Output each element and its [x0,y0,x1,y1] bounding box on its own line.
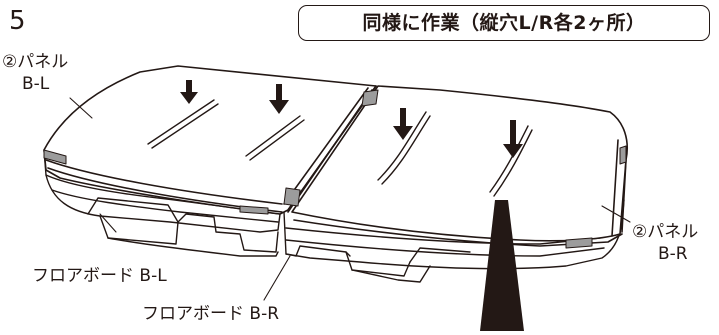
floorboard-bl-label: フロアボード B-L [32,266,167,286]
floorboard-br-label: フロアボード B-R [142,304,280,324]
panel-bl-label-line1: ②パネル [2,52,69,72]
panel-br-label-line2: B-R [658,244,688,264]
panel-br-label-line1: ②パネル [632,222,699,242]
instruction-note-box: 同様に作業（縦穴L/R各2ヶ所） [298,5,710,41]
step-number: 5 [9,6,26,36]
instruction-note-text: 同様に作業（縦穴L/R各2ヶ所） [362,12,646,34]
label-leader-lines [69,97,631,301]
panel-br [287,85,628,247]
down-arrow-icon [180,80,523,158]
insertion-wedge [480,200,524,331]
panel-bl-label-line2: B-L [22,74,50,94]
panel-corner-tabs [43,89,627,249]
